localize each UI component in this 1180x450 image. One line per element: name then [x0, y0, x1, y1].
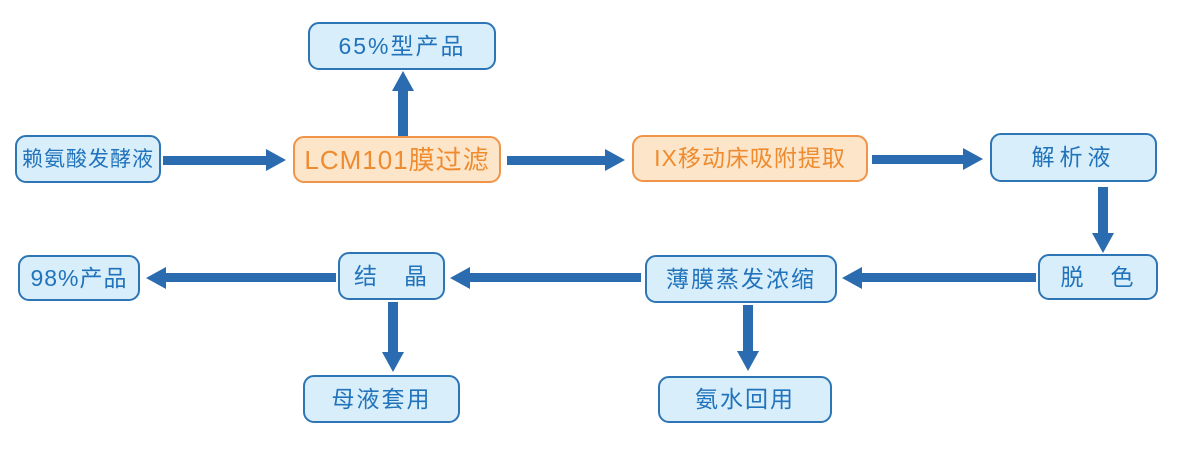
- arrow-broth-to-filtration-shaft: [163, 156, 267, 165]
- node-desorption-solution: 解析液: [990, 133, 1157, 182]
- node-crystallization: 结 晶: [338, 252, 445, 300]
- node-mother-liquor-reuse: 母液套用: [303, 375, 460, 423]
- arrow-evaporation-to-crystallization-shaft: [469, 273, 641, 282]
- arrow-adsorption-to-desorption-shaft: [872, 155, 964, 164]
- arrow-decolorization-to-evaporation-head: [842, 267, 862, 289]
- node-thin-film-evaporation: 薄膜蒸发浓缩: [645, 255, 837, 303]
- node-lysine-fermentation-broth: 赖氨酸发酵液: [15, 135, 161, 183]
- arrow-crystallization-to-motherliquor-head: [382, 352, 404, 372]
- arrow-filtration-to-product65-head: [392, 71, 414, 91]
- arrow-filtration-to-adsorption-shaft: [507, 156, 606, 165]
- arrow-filtration-to-product65-shaft: [398, 91, 408, 136]
- arrow-evaporation-to-ammonia-head: [737, 351, 759, 371]
- node-ammonia-water-reuse: 氨水回用: [658, 376, 832, 423]
- arrow-crystallization-to-product98-shaft: [165, 273, 336, 282]
- arrow-decolorization-to-evaporation-shaft: [861, 273, 1036, 282]
- arrow-broth-to-filtration-head: [266, 149, 286, 171]
- arrow-desorption-to-decolorization-head: [1092, 233, 1114, 253]
- arrow-filtration-to-adsorption-head: [605, 149, 625, 171]
- arrow-crystallization-to-motherliquor-shaft: [388, 302, 398, 353]
- node-product-98: 98%产品: [18, 255, 140, 301]
- node-lcm101-membrane-filtration: LCM101膜过滤: [293, 136, 501, 183]
- arrow-crystallization-to-product98-head: [146, 267, 166, 289]
- arrow-desorption-to-decolorization-shaft: [1098, 187, 1108, 234]
- node-ix-moving-bed-adsorption: IX移动床吸附提取: [632, 135, 868, 182]
- node-product-65: 65%型产品: [308, 22, 496, 70]
- arrow-evaporation-to-crystallization-head: [450, 267, 470, 289]
- node-decolorization: 脱 色: [1038, 254, 1158, 300]
- arrow-evaporation-to-ammonia-shaft: [743, 305, 753, 352]
- arrow-adsorption-to-desorption-head: [963, 148, 983, 170]
